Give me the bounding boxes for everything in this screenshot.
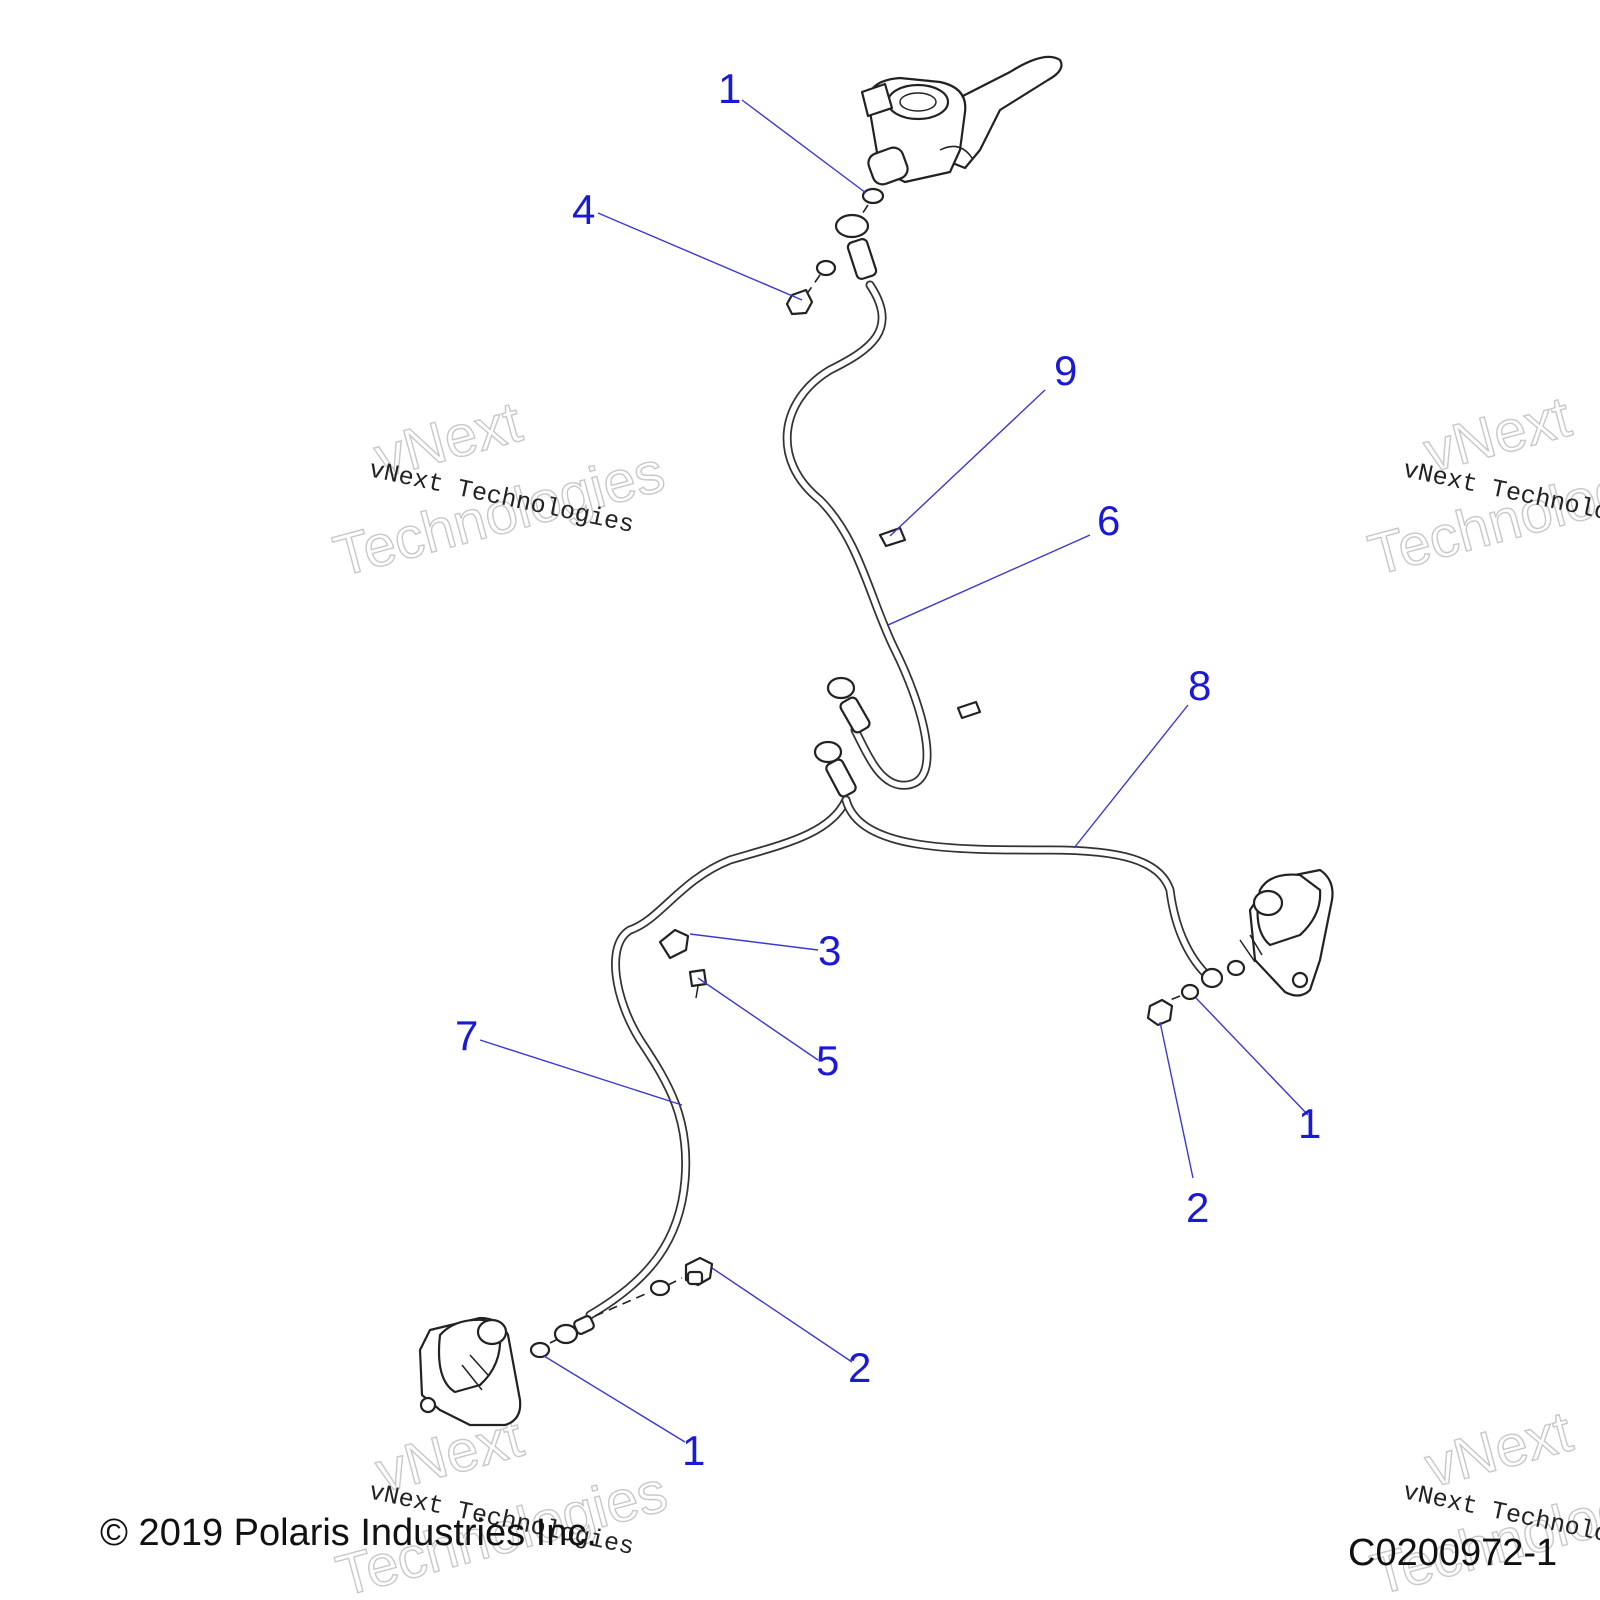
callout-labels: 1 4 9 6 8 3 5 7 1 2 2 1 xyxy=(455,65,1321,1474)
callout-bolt-right: 2 xyxy=(1186,1184,1209,1231)
brake-caliper-left xyxy=(418,1316,522,1427)
brake-hose-left xyxy=(585,795,851,1320)
brake-caliper-right xyxy=(1239,868,1334,997)
banjo-fitting xyxy=(1200,967,1224,989)
callout-washer-left: 1 xyxy=(682,1427,705,1474)
banjo-bolt xyxy=(684,1256,714,1287)
callout-banjo-bolt-top: 4 xyxy=(572,186,595,233)
hose-clip xyxy=(878,526,907,548)
bleeder-cap xyxy=(688,968,708,999)
crush-washer xyxy=(815,259,837,277)
callout-front-hose: 6 xyxy=(1097,497,1120,544)
banjo-fitting xyxy=(826,676,871,734)
copyright-notice: © 2019 Polaris Industries Inc. xyxy=(100,1512,597,1554)
hose-clip xyxy=(956,700,982,720)
callout-clip: 9 xyxy=(1054,347,1077,394)
master-cylinder xyxy=(860,55,1063,186)
banjo-fitting xyxy=(553,1315,595,1345)
crush-washer xyxy=(649,1279,671,1297)
callout-bleeder-cap: 5 xyxy=(816,1037,839,1084)
crush-washer xyxy=(529,1341,551,1359)
brake-hose-right xyxy=(841,795,1215,983)
bleeder-screw xyxy=(658,928,690,960)
banjo-bolt xyxy=(785,288,814,316)
banjo-bolt xyxy=(1146,998,1174,1027)
callout-bleeder-screw: 3 xyxy=(818,927,841,974)
callout-washer-right: 1 xyxy=(1298,1100,1321,1147)
watermark: vNext Technologies xyxy=(326,389,671,590)
callout-left-hose: 7 xyxy=(455,1012,478,1059)
figure-id: C0200972-1 xyxy=(1348,1532,1558,1574)
callout-right-hose: 8 xyxy=(1188,662,1211,709)
leader-lines xyxy=(479,99,1309,1443)
callout-washer-top: 1 xyxy=(718,65,741,112)
brake-hose-front xyxy=(782,280,932,790)
crush-washer xyxy=(1226,959,1246,977)
hose-junction xyxy=(813,740,857,798)
crush-washer xyxy=(861,187,885,205)
callout-bolt-left: 2 xyxy=(848,1344,871,1391)
crush-washer xyxy=(1180,983,1200,1001)
banjo-fitting xyxy=(834,213,878,280)
